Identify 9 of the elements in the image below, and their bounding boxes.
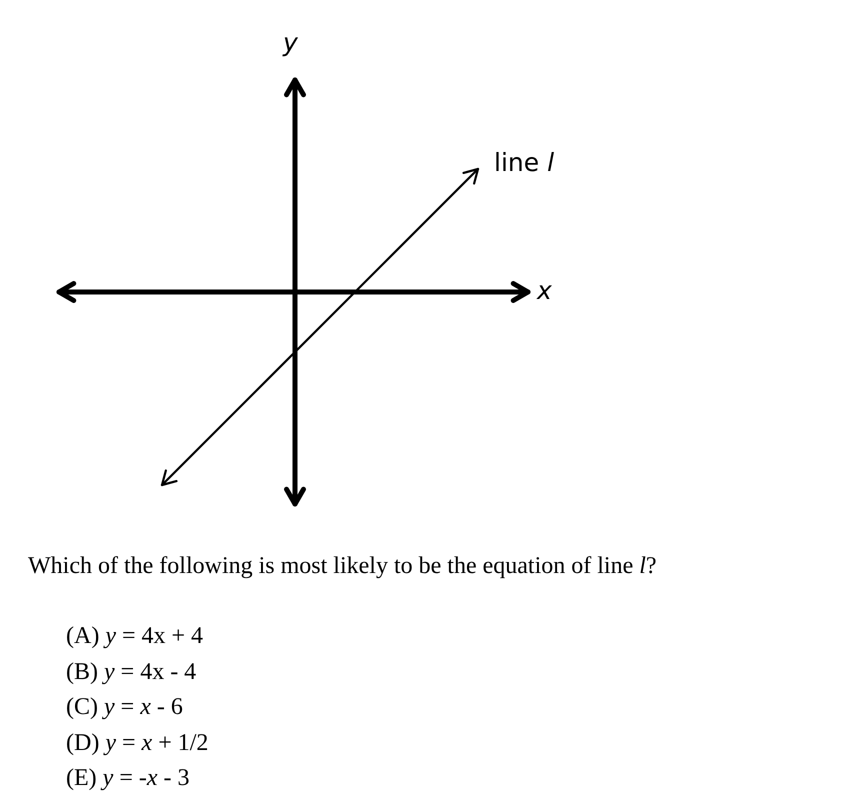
axis-label: x — [537, 278, 552, 303]
answer-choice: (C) y = x - 6 — [66, 693, 183, 722]
axis-label: y — [283, 30, 298, 55]
answer-choice: (E) y = -x - 3 — [66, 764, 190, 794]
answer-choice: (B) y = 4x - 4 — [66, 658, 196, 686]
line-label: line l — [494, 150, 554, 175]
answer-choice: (A) y = 4x + 4 — [66, 622, 204, 651]
answer-choice: (D) y = x + 1/2 — [66, 728, 208, 758]
question-text: Which of the following is most likely to be the equation of line l? — [28, 552, 657, 581]
